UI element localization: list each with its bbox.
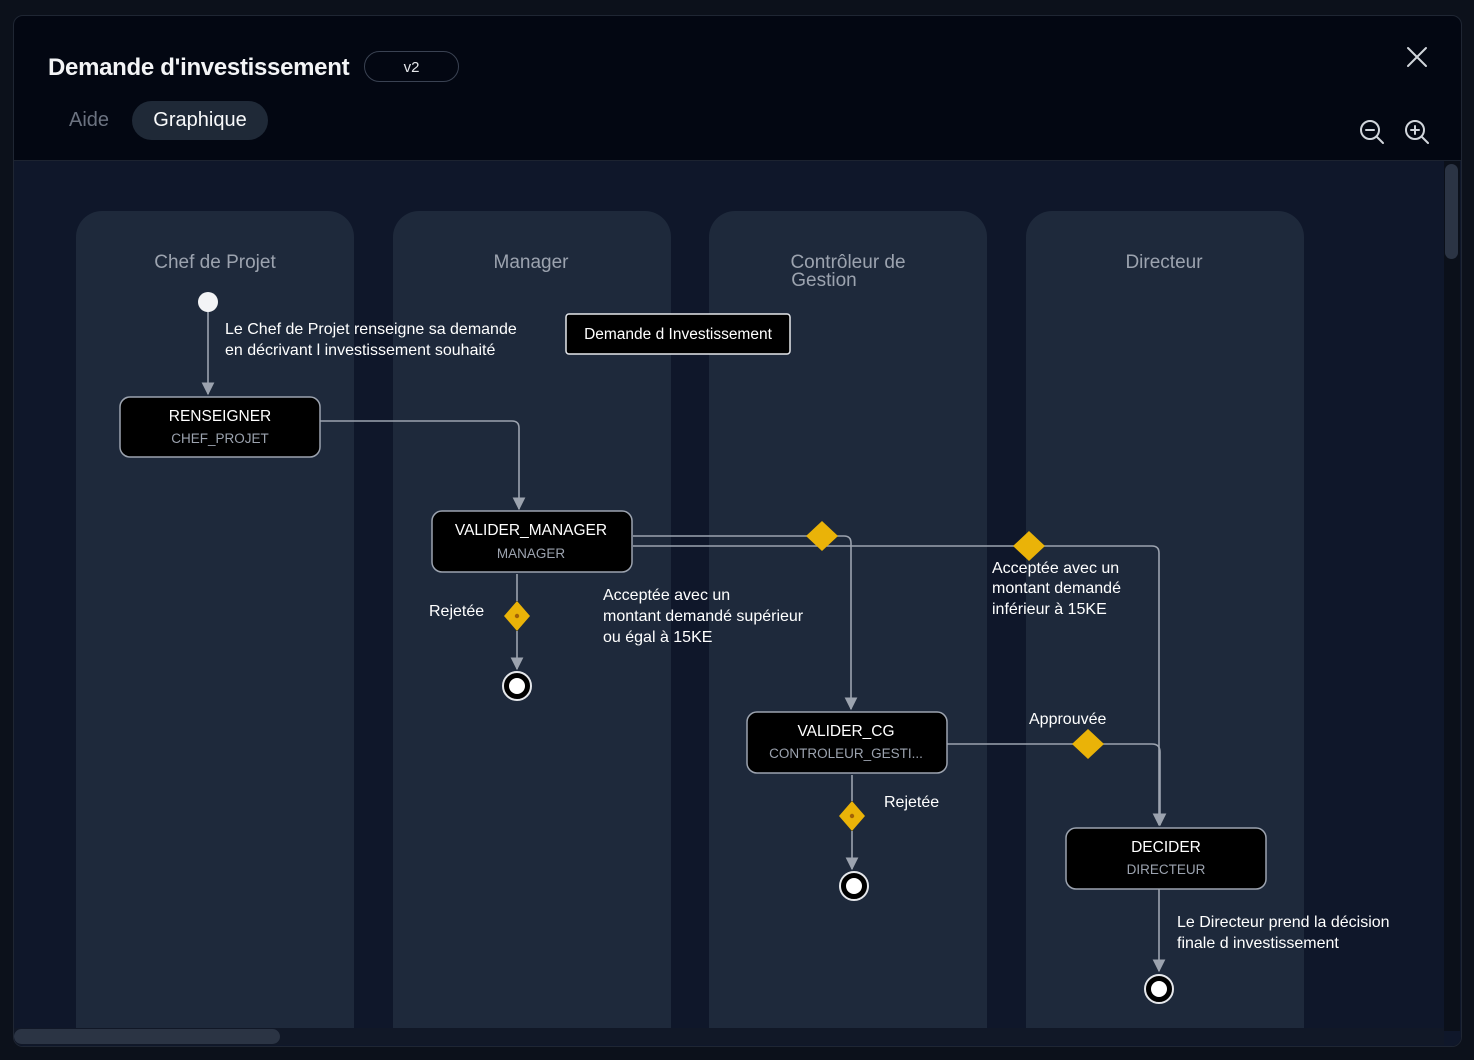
node-valider-manager[interactable]: VALIDER_MANAGER MANAGER xyxy=(431,510,633,573)
label-cg-rejected: Rejetée xyxy=(884,794,939,811)
end-node-cg[interactable] xyxy=(839,871,869,901)
horizontal-scrollbar-thumb[interactable] xyxy=(14,1029,280,1044)
lane-title-controleur-line1: Contrôleur de xyxy=(790,252,905,273)
modal-title: Demande d'investissement xyxy=(48,54,350,81)
lane-directeur xyxy=(1026,211,1304,1031)
artifact-label: Demande d Investissement xyxy=(584,326,773,343)
tab-graphique[interactable]: Graphique xyxy=(132,101,268,140)
note-final-line1: Le Directeur prend la décision xyxy=(1177,914,1390,931)
lane-title-directeur: Directeur xyxy=(1125,252,1203,273)
edge-manager-to-valider-cg xyxy=(633,535,858,711)
node-valider-cg-role: CONTROLEUR_GESTI... xyxy=(769,746,923,761)
node-valider-cg[interactable]: VALIDER_CG CONTROLEUR_GESTI... xyxy=(746,711,948,774)
node-renseigner-title: RENSEIGNER xyxy=(169,408,272,425)
node-valider-manager-role: MANAGER xyxy=(497,546,566,561)
close-icon xyxy=(1407,47,1427,67)
decision-manager-rejected[interactable] xyxy=(504,601,530,631)
artifact-box[interactable] xyxy=(565,313,791,355)
decision-manager-accepted-low[interactable] xyxy=(1013,531,1045,561)
edges xyxy=(201,309,1167,973)
edge-manager-to-decider xyxy=(633,545,1166,827)
end-node-manager[interactable] xyxy=(502,671,532,701)
node-valider-manager-title: VALIDER_MANAGER xyxy=(455,522,607,539)
node-decider-role: DIRECTEUR xyxy=(1127,862,1206,877)
node-decider-title: DECIDER xyxy=(1131,839,1201,856)
header-divider xyxy=(14,160,1461,161)
workflow-diagram: Chef de Projet Manager Contrôleur de Ges… xyxy=(76,211,1390,1031)
start-node[interactable] xyxy=(198,292,218,312)
node-valider-cg-title: VALIDER_CG xyxy=(797,723,894,740)
note-start-line1: Le Chef de Projet renseigne sa demande xyxy=(225,321,517,338)
label-accepted-low-line2: montant demandé xyxy=(992,580,1121,597)
version-badge[interactable]: v2 xyxy=(364,51,459,82)
zoom-out-icon xyxy=(1360,120,1384,144)
label-accepted-high-line3: ou égal à 15KE xyxy=(603,629,712,646)
note-start-line2: en décrivant l investissement souhaité xyxy=(225,342,495,359)
edge-renseigner-to-valider-manager xyxy=(320,420,526,511)
vertical-scrollbar-thumb[interactable] xyxy=(1445,164,1458,259)
label-accepted-high-line2: montant demandé supérieur xyxy=(603,608,804,625)
workflow-modal: Demande d'investissement v2 Aide Graphiq… xyxy=(13,15,1462,1047)
label-approved: Approuvée xyxy=(1029,711,1106,728)
zoom-out-button[interactable] xyxy=(1359,119,1385,145)
lane-controleur-de-gestion xyxy=(709,211,987,1031)
label-accepted-low-line3: inférieur à 15KE xyxy=(992,601,1107,618)
zoom-in-button[interactable] xyxy=(1404,119,1430,145)
lane-title-controleur-line2: Gestion xyxy=(791,270,856,291)
node-decider[interactable]: DECIDER DIRECTEUR xyxy=(1065,827,1267,890)
end-node-directeur[interactable] xyxy=(1144,974,1174,1004)
node-renseigner-role: CHEF_PROJET xyxy=(171,431,269,446)
diagram-canvas[interactable]: Chef de Projet Manager Contrôleur de Ges… xyxy=(14,161,1461,1046)
label-accepted-high-line1: Acceptée avec un xyxy=(603,587,730,604)
zoom-in-icon xyxy=(1405,120,1429,144)
decision-cg-rejected[interactable] xyxy=(839,801,865,831)
horizontal-scrollbar[interactable] xyxy=(14,1028,1444,1045)
tab-aide[interactable]: Aide xyxy=(68,109,110,131)
lane-manager xyxy=(393,211,671,1031)
node-renseigner[interactable]: RENSEIGNER CHEF_PROJET xyxy=(119,396,321,458)
lane-title-manager: Manager xyxy=(494,252,570,273)
decision-cg-approved[interactable] xyxy=(1072,729,1104,759)
close-button[interactable] xyxy=(1404,44,1430,70)
label-manager-rejected: Rejetée xyxy=(429,603,484,620)
edge-valider-cg-to-decider xyxy=(947,743,1167,827)
note-final-line2: finale d investissement xyxy=(1177,935,1339,952)
vertical-scrollbar[interactable] xyxy=(1444,161,1460,1031)
lane-title-chef-de-projet: Chef de Projet xyxy=(154,252,276,273)
decision-manager-accepted-high[interactable] xyxy=(806,521,838,551)
label-accepted-low-line1: Acceptée avec un xyxy=(992,560,1119,577)
